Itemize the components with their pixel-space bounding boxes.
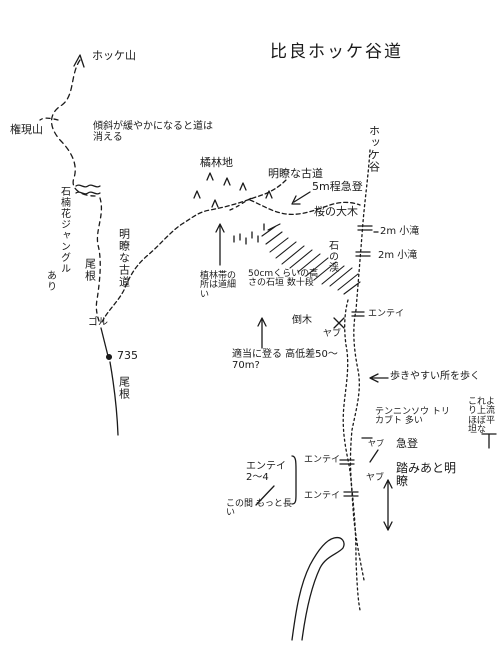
- label-stone-dam: 石の渓: [326, 240, 338, 273]
- label-cherry-tree: 桜の大木: [314, 205, 358, 218]
- wavy-mark: [75, 184, 101, 188]
- upstream-mark: [481, 433, 497, 449]
- tree-mark: [211, 199, 219, 208]
- label-fallen-tree: 倒木: [292, 315, 312, 326]
- label-entei-3: エンテイ: [304, 491, 341, 501]
- label-yabu-2: ヤブ: [368, 439, 384, 448]
- steep-climb-arrow: [369, 449, 379, 463]
- note-stone-steps: 50cmくらいの高さの石垣 数十段: [248, 269, 319, 289]
- label-entei-1: エンテイ: [368, 309, 405, 319]
- fallen-tree-mark: [333, 317, 345, 329]
- entei-mark-1: [351, 311, 365, 317]
- label-entei-count: エンテイ 2〜4: [246, 461, 286, 483]
- note-plants: テンニンソウ トリカブト 多い: [375, 407, 450, 427]
- arrow-head-steep: [291, 195, 301, 205]
- branch-to-gongen-yama: [39, 117, 59, 121]
- label-ridge-left: 尾根: [83, 258, 97, 282]
- longer-note-leader: [255, 485, 275, 506]
- tree-mark: [206, 172, 214, 181]
- tree-mark: [223, 177, 231, 186]
- clear-trace-head-top: [383, 479, 393, 489]
- label-yabu-3: ヤブ: [366, 473, 385, 483]
- stone-wall-hatching: [261, 223, 361, 295]
- entei-mark-2: [339, 459, 355, 465]
- label-small-falls-1: 2m 小滝: [380, 226, 420, 237]
- label-ridge-bottom: 尾根: [117, 376, 131, 400]
- label-trace-clear: 踏みあと明瞭: [396, 461, 457, 488]
- point-735-marker: [105, 353, 113, 361]
- tree-mark: [193, 190, 201, 199]
- map-title: 比良ホッケ谷道: [270, 42, 403, 62]
- label-hokke-yama: ホッケ山: [92, 49, 136, 62]
- clear-trace-head-bottom: [383, 521, 393, 531]
- arrow-head-forest: [215, 223, 225, 233]
- label-shakunage-ari: あり: [44, 270, 56, 292]
- label-small-falls-2: 2m 小滝: [378, 250, 418, 261]
- falls-mark-2: [355, 251, 371, 257]
- valley-stream: [349, 149, 371, 611]
- label-gongen-yama: 権現山: [10, 123, 43, 136]
- wavy-mark-2: [75, 191, 101, 195]
- note-forest: 植林帯の所は道細い: [200, 271, 237, 300]
- ridge-trail-middle: [95, 197, 103, 325]
- label-old-road-top: 明瞭な古道: [268, 167, 323, 180]
- label-old-road-vertical: 明瞭な古道: [117, 228, 131, 288]
- falls-mark-1: [357, 225, 373, 231]
- forest-marks: [233, 223, 265, 245]
- entei-bracket: [291, 455, 297, 505]
- label-yabu-1: ヤブ: [323, 329, 342, 339]
- label-broadleaf-area: 橘林地: [200, 156, 233, 169]
- old-road-right: [249, 199, 361, 216]
- note-upstream: これより上流 ほぼ平坦な: [468, 397, 496, 436]
- arrow-head-walk: [369, 373, 379, 383]
- note-climb: 適当に登る 高低差50〜70m?: [232, 349, 338, 371]
- note-longer: この間 もっと長い: [226, 499, 292, 519]
- old-road-route: [101, 179, 287, 323]
- ridge-trail-lower: [100, 327, 109, 357]
- label-goal: ゴル: [88, 317, 108, 328]
- ridge-lower-solid: [109, 361, 119, 436]
- tree-mark: [239, 182, 247, 191]
- bottom-road: [291, 536, 345, 641]
- label-shakunage: 石楠花ジャングル: [58, 186, 70, 274]
- entei-mark-3: [343, 491, 359, 497]
- old-road-upper-trace: [229, 197, 253, 211]
- label-steep-climb: 急登: [396, 437, 418, 450]
- valley-trail: [342, 299, 365, 581]
- label-steep-5m: 5m程急登: [312, 180, 363, 193]
- label-point-735: 735: [117, 349, 138, 362]
- tree-mark: [265, 190, 273, 199]
- ridge-trail-top: [50, 59, 96, 197]
- arrow-to-hokke-yama: [73, 54, 85, 68]
- arrow-steep: [293, 191, 311, 203]
- label-entei-2: エンテイ: [304, 455, 341, 465]
- note-steep-slope: 傾斜が緩やかになると道は消える: [93, 121, 213, 143]
- note-walk-easy: 歩きやすい所を歩く: [390, 371, 480, 382]
- climb-note-arrow: [257, 317, 267, 327]
- label-hokke-dani: ホッケ谷: [367, 125, 381, 173]
